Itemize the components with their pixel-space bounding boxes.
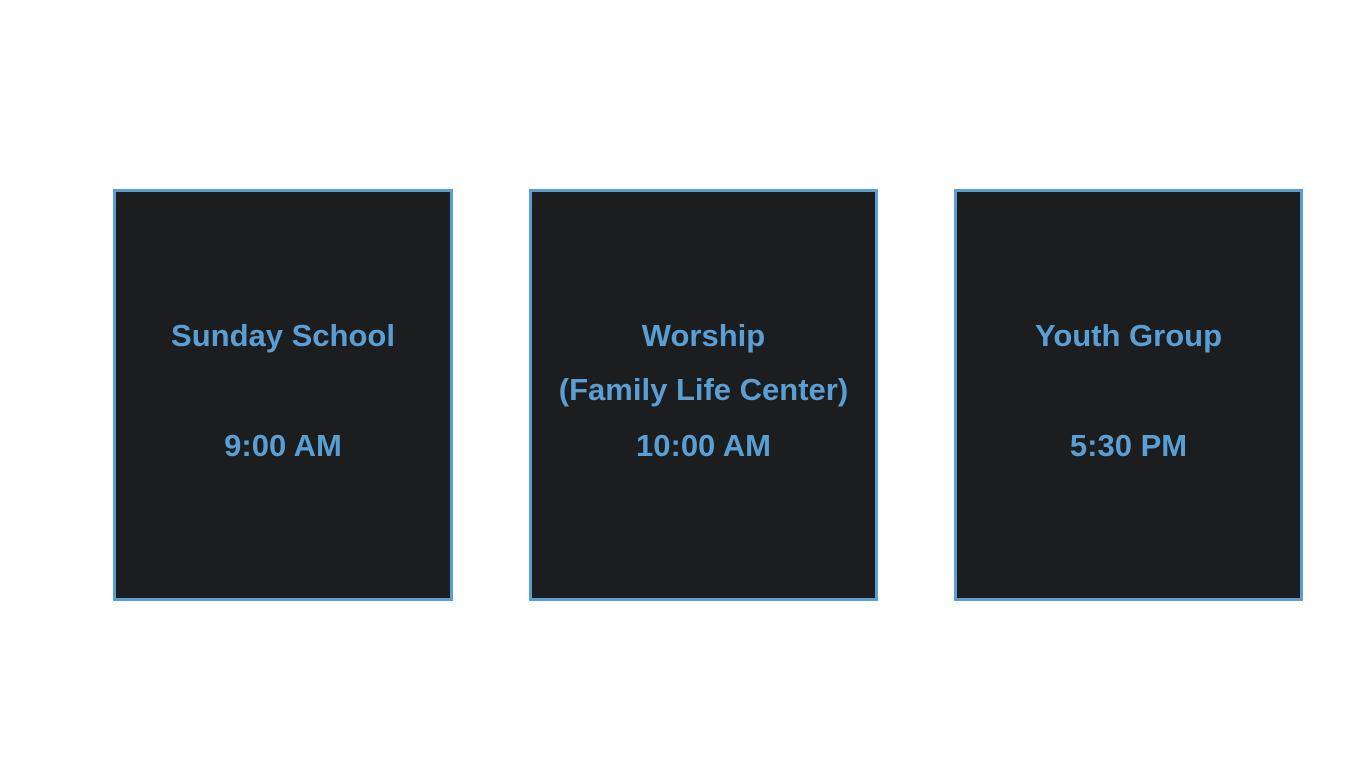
- service-time: 9:00 AM: [224, 428, 342, 463]
- service-title-line: Worship: [641, 318, 766, 353]
- service-time: 5:30 PM: [1069, 428, 1188, 463]
- service-title: Sunday School: [116, 309, 450, 363]
- service-title: Worship (Family Life Center): [532, 309, 875, 417]
- service-card-worship[interactable]: Worship (Family Life Center) 10:00 AM: [529, 189, 878, 601]
- service-location: (Family Life Center): [558, 372, 849, 407]
- service-title-line: Sunday School: [171, 318, 395, 353]
- service-time: 10:00 AM: [636, 428, 771, 463]
- service-card-youth-group[interactable]: Youth Group 5:30 PM: [954, 189, 1303, 601]
- service-card-sunday-school[interactable]: Sunday School 9:00 AM: [113, 189, 453, 601]
- service-title: Youth Group: [957, 309, 1300, 363]
- service-title-line: Youth Group: [1034, 318, 1223, 353]
